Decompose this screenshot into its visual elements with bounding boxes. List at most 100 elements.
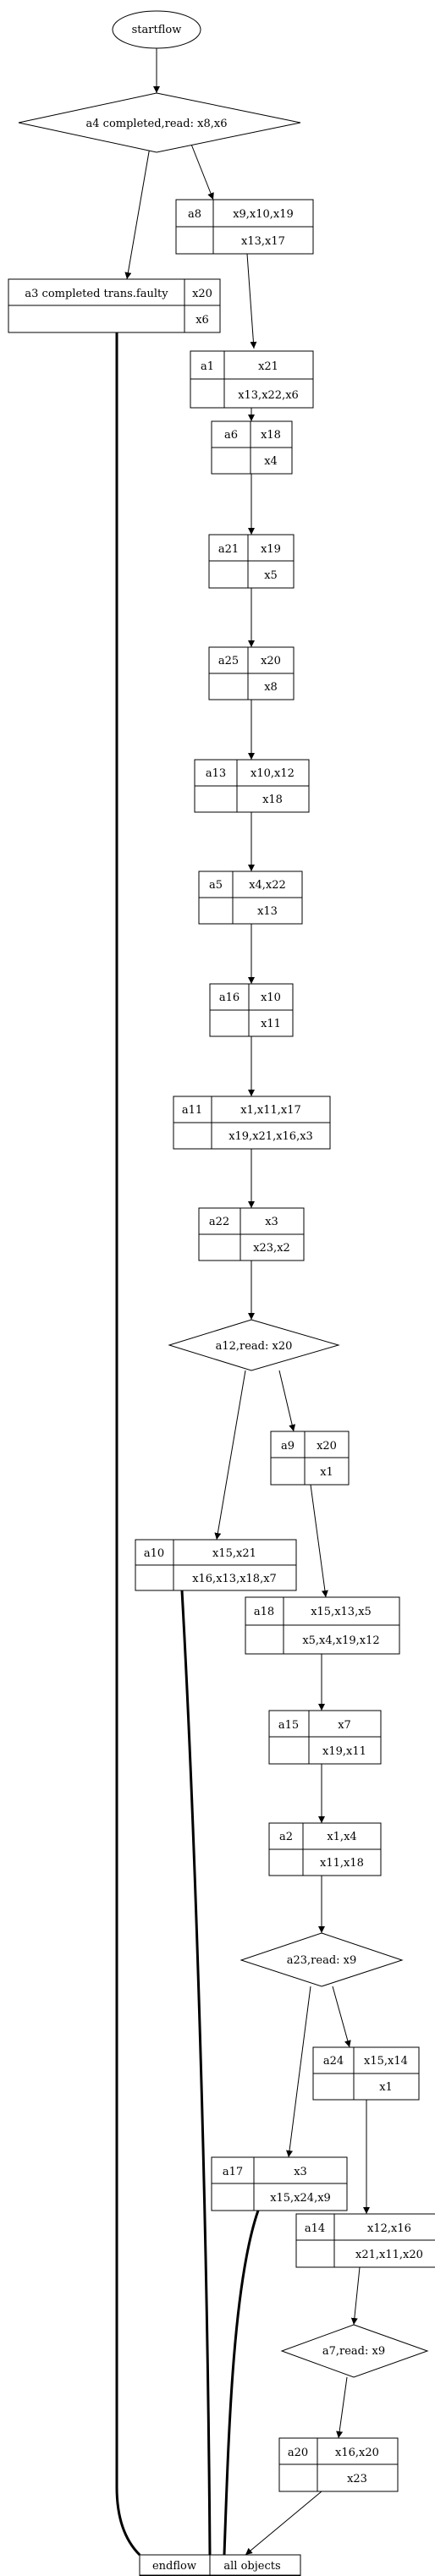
edge-a7-a20 bbox=[336, 2376, 348, 2439]
a25-node: a25 x20 x8 bbox=[208, 646, 295, 700]
a22-bottom: x23,x2 bbox=[253, 1242, 290, 1255]
a8-bottom: x13,x17 bbox=[241, 235, 285, 248]
a15-id: a15 bbox=[278, 1719, 299, 1732]
a24-node: a24 x15,x14 x1 bbox=[312, 2046, 420, 2101]
a6-id: a6 bbox=[224, 429, 238, 442]
a21-id: a21 bbox=[218, 543, 239, 556]
a5-bottom: x13 bbox=[257, 905, 278, 918]
a20-id: a20 bbox=[288, 2447, 308, 2459]
edge-a4-a3 bbox=[124, 141, 151, 280]
a2-node: a2 x1,x4 x11,x18 bbox=[268, 1822, 382, 1876]
a14-bottom: x21,x11,x20 bbox=[355, 2249, 423, 2261]
a3-id: a3 completed trans.faulty bbox=[25, 288, 168, 300]
edge-a14-a7 bbox=[350, 2266, 361, 2326]
a12-label: a12,read: x20 bbox=[216, 1340, 293, 1353]
a15-bottom: x19,x11 bbox=[322, 1745, 366, 1758]
a2-top: x1,x4 bbox=[327, 1831, 356, 1843]
a14-node: a14 x12,x16 x21,x11,x20 bbox=[295, 2213, 435, 2268]
a9-node: a9 x20 x1 bbox=[270, 1431, 350, 1486]
a6-node: a6 x18 x4 bbox=[211, 420, 293, 475]
a24-bottom: x1 bbox=[379, 2081, 393, 2094]
startflow-label: startflow bbox=[132, 24, 182, 36]
a23-label: a23,read: x9 bbox=[287, 1954, 357, 1967]
a9-id: a9 bbox=[281, 1440, 295, 1453]
a8-top: x9,x10,x19 bbox=[233, 208, 294, 221]
startflow-node: startflow bbox=[112, 10, 201, 49]
a17-node: a17 x3 x15,x24,x9 bbox=[211, 2156, 348, 2211]
a15-top: x7 bbox=[338, 1719, 351, 1732]
edge-a17-endflow bbox=[223, 2210, 260, 2556]
a4-decision-node: a4 completed,read: x8,x6 bbox=[18, 92, 301, 153]
a25-bottom: x8 bbox=[264, 681, 278, 694]
a10-top: x15,x21 bbox=[212, 1547, 256, 1560]
edge-a9-a18 bbox=[310, 1484, 328, 1598]
a24-id: a24 bbox=[323, 2055, 344, 2068]
a3-node: a3 completed trans.faulty x20 x6 bbox=[8, 278, 221, 333]
a2-bottom: x11,x18 bbox=[320, 1857, 364, 1870]
a1-id: a1 bbox=[201, 360, 214, 373]
a20-bottom: x23 bbox=[347, 2473, 367, 2485]
a1-node: a1 x21 x13,x22,x6 bbox=[190, 350, 314, 409]
a16-node: a16 x10 x11 bbox=[209, 983, 294, 1037]
a18-id: a18 bbox=[254, 1606, 274, 1618]
a23-decision-node: a23,read: x9 bbox=[240, 1932, 404, 1987]
a11-id: a11 bbox=[182, 1104, 202, 1117]
a5-top: x4,x22 bbox=[249, 879, 286, 892]
a13-top: x10,x12 bbox=[251, 767, 295, 780]
a2-id: a2 bbox=[279, 1831, 293, 1843]
a15-node: a15 x7 x19,x11 bbox=[268, 1710, 382, 1765]
a4-label: a4 completed,read: x8,x6 bbox=[86, 118, 228, 130]
endflow-right: all objects bbox=[223, 2560, 280, 2573]
a6-top: x18 bbox=[261, 429, 281, 442]
a22-top: x3 bbox=[265, 1216, 278, 1228]
a14-id: a14 bbox=[305, 2222, 325, 2235]
a11-top: x1,x11,x17 bbox=[240, 1104, 301, 1117]
edge-a3-endflow bbox=[115, 332, 141, 2557]
a20-node: a20 x16,x20 x23 bbox=[278, 2437, 399, 2492]
a3-top: x20 bbox=[192, 288, 212, 300]
edge-a23-a17 bbox=[286, 1986, 311, 2158]
a9-top: x20 bbox=[317, 1440, 337, 1453]
a11-bottom: x19,x21,x16,x3 bbox=[229, 1130, 313, 1143]
edge-a23-a24 bbox=[332, 1986, 351, 2048]
a12-decision-node: a12,read: x20 bbox=[168, 1319, 340, 1371]
a1-bottom: x13,x22,x6 bbox=[238, 389, 299, 402]
a14-top: x12,x16 bbox=[367, 2222, 411, 2235]
a16-id: a16 bbox=[219, 991, 240, 1004]
a16-top: x10 bbox=[261, 991, 281, 1004]
a11-node: a11 x1,x11,x17 x19,x21,x16,x3 bbox=[173, 1096, 331, 1150]
a18-top: x15,x13,x5 bbox=[311, 1606, 372, 1618]
a20-top: x16,x20 bbox=[335, 2447, 379, 2459]
edge-a10-endflow bbox=[180, 1590, 212, 2556]
a17-top: x3 bbox=[294, 2166, 307, 2178]
a22-node: a22 x3 x23,x2 bbox=[198, 1207, 305, 1261]
edge-a20-endflow bbox=[245, 2491, 322, 2556]
a25-top: x20 bbox=[261, 655, 281, 667]
endflow-node: endflow all objects bbox=[139, 2554, 301, 2576]
a8-id: a8 bbox=[188, 208, 201, 221]
a24-top: x15,x14 bbox=[364, 2055, 408, 2068]
a10-node: a10 x15,x21 x16,x13,x18,x7 bbox=[135, 1539, 297, 1591]
a5-node: a5 x4,x22 x13 bbox=[198, 871, 303, 925]
a10-id: a10 bbox=[144, 1547, 164, 1560]
a7-decision-node: a7,read: x9 bbox=[280, 2324, 429, 2378]
a17-bottom: x15,x24,x9 bbox=[270, 2192, 331, 2205]
a17-id: a17 bbox=[223, 2166, 243, 2178]
edge-a4-a8 bbox=[190, 141, 214, 200]
a1-top: x21 bbox=[258, 360, 278, 373]
a5-id: a5 bbox=[209, 879, 223, 892]
a21-bottom: x5 bbox=[264, 569, 278, 582]
a3-bottom: x6 bbox=[195, 314, 209, 327]
a9-bottom: x1 bbox=[320, 1466, 333, 1479]
endflow-left: endflow bbox=[152, 2560, 196, 2573]
a21-node: a21 x19 x5 bbox=[208, 534, 295, 589]
a13-id: a13 bbox=[206, 767, 226, 780]
edge-a8-a1 bbox=[246, 253, 257, 349]
a18-node: a18 x15,x13,x5 x5,x4,x19,x12 bbox=[245, 1596, 400, 1655]
a10-bottom: x16,x13,x18,x7 bbox=[192, 1573, 277, 1585]
a7-label: a7,read: x9 bbox=[322, 2345, 385, 2358]
a21-top: x19 bbox=[261, 543, 281, 556]
a18-bottom: x5,x4,x19,x12 bbox=[302, 1634, 379, 1647]
a25-id: a25 bbox=[218, 655, 239, 667]
